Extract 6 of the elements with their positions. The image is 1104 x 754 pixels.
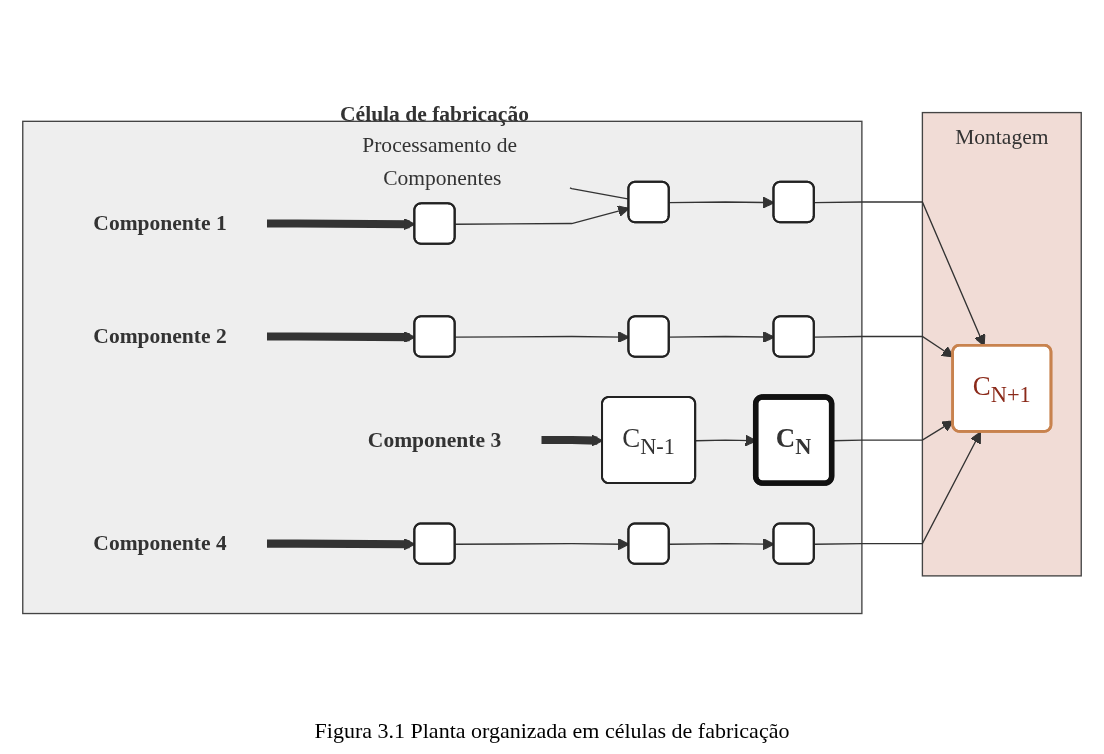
figure-caption: Figura 3.1 Planta organizada em células de fabricação [314, 718, 790, 744]
node-text: Componente 1 [93, 211, 227, 235]
node-text: Componente 3 [367, 427, 502, 451]
arrow [813, 431, 982, 545]
node-text: Componente 4 [93, 531, 227, 555]
node-text: Componente 2 [93, 324, 227, 348]
